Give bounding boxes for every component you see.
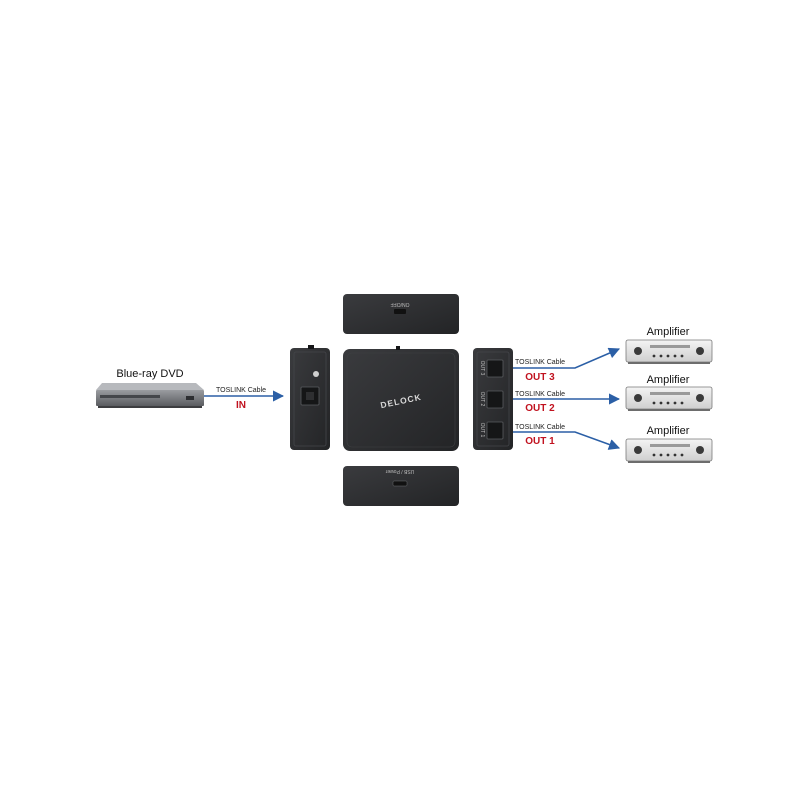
side-out-port-1: OUT 1 [479, 423, 485, 438]
amplifier-icon [625, 386, 713, 411]
output-port-label: OUT 1 [525, 436, 555, 447]
output-cable-label: TOSLINK Cable [515, 424, 565, 431]
amplifier-icon [625, 339, 713, 364]
splitter-bottom-side-view [343, 466, 459, 506]
bottom-side-label: USB / Power [385, 468, 414, 474]
output-cable-arrow-icon [513, 431, 621, 450]
splitter-top-side-view [343, 294, 459, 334]
output-cable-label: TOSLINK Cable [515, 391, 565, 398]
source-device-label: Blue-ray DVD [116, 368, 183, 380]
amplifier-label: Amplifier [647, 326, 690, 338]
output-cable-label: TOSLINK Cable [515, 359, 565, 366]
input-cable-label: TOSLINK Cable [216, 387, 266, 394]
side-out-port-3: OUT 3 [479, 361, 485, 376]
input-port-label: IN [236, 400, 246, 411]
amplifier-label: Amplifier [647, 425, 690, 437]
top-side-label: ON/OFF [391, 301, 410, 307]
output-cable-arrow-icon [513, 347, 621, 369]
side-out-port-2: OUT 2 [479, 392, 485, 407]
output-port-label: OUT 2 [525, 403, 555, 414]
splitter-input-side-view [290, 345, 330, 450]
bluray-player-icon [96, 383, 204, 408]
splitter-device-icon [343, 346, 459, 451]
amplifier-label: Amplifier [647, 374, 690, 386]
output-port-label: OUT 3 [525, 372, 555, 383]
splitter-output-side-view [473, 348, 513, 450]
amplifier-icon [625, 438, 713, 463]
